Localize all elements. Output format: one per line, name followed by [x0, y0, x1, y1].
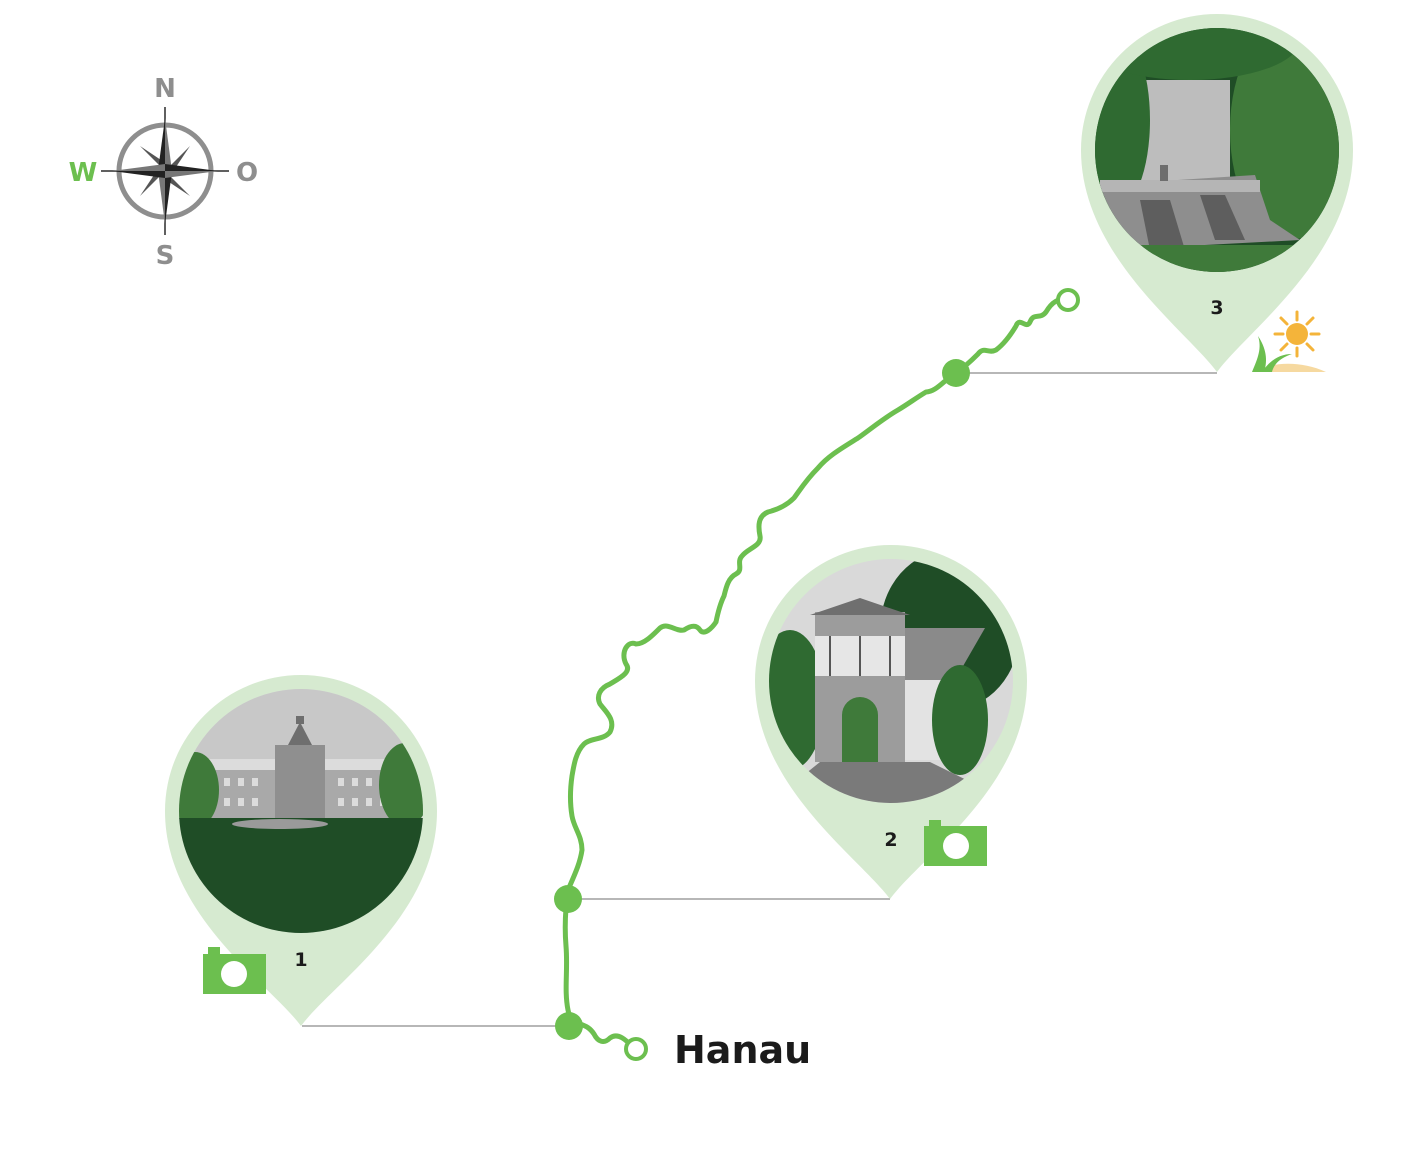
- compass-rose: N S W O: [69, 74, 258, 271]
- stop-3-number: 3: [1210, 297, 1223, 319]
- route-end-marker: [1056, 288, 1080, 312]
- stop-2-dot[interactable]: [554, 885, 582, 913]
- stop-1-dot[interactable]: [555, 1012, 583, 1040]
- city-label-hanau: Hanau: [674, 1028, 811, 1072]
- stop-3-dot[interactable]: [942, 359, 970, 387]
- stop-3-photo: [1095, 28, 1339, 272]
- nature-sun-icon: [1252, 310, 1326, 372]
- stop-1-number: 1: [294, 949, 307, 971]
- stop-2-pin[interactable]: 2: [755, 545, 1027, 899]
- route-start-marker: [624, 1037, 648, 1061]
- compass-icon: [101, 107, 229, 235]
- compass-east-label: O: [236, 158, 258, 188]
- stop-2-number: 2: [884, 829, 897, 851]
- stop-1-pin[interactable]: 1: [165, 675, 437, 1026]
- compass-south-label: S: [156, 241, 175, 271]
- compass-west-label: W: [69, 158, 98, 188]
- compass-north-label: N: [154, 74, 176, 104]
- stop-3-pin[interactable]: 3: [1080, 0, 1353, 372]
- camera-icon: [924, 820, 987, 866]
- camera-icon: [203, 947, 266, 994]
